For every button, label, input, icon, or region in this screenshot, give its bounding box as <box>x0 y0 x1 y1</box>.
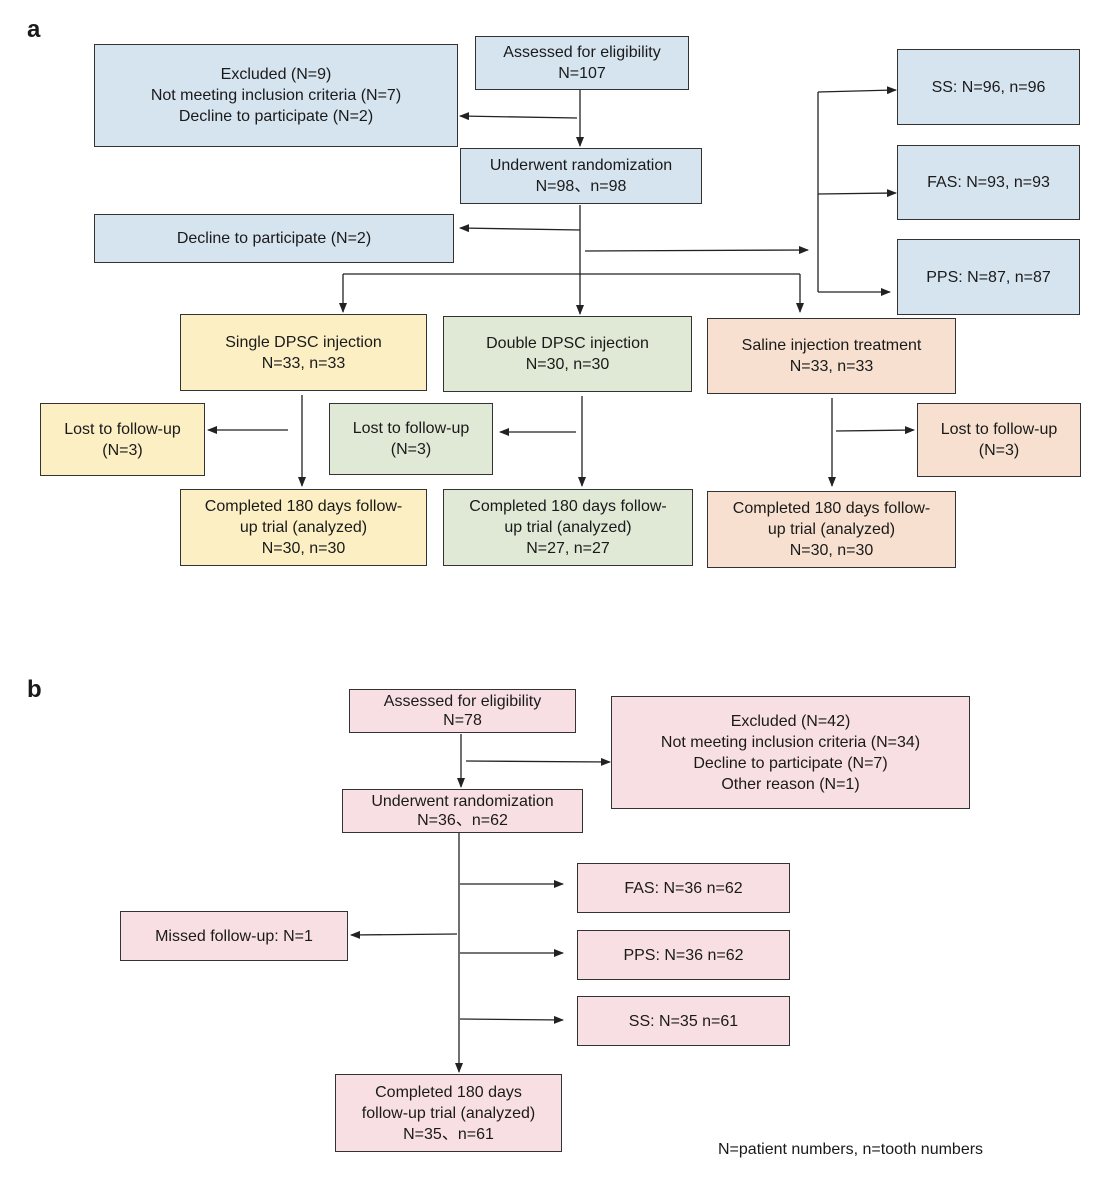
lost-double-title: Lost to follow-up <box>352 420 470 437</box>
lost-saline-count: (N=3) <box>978 442 1020 459</box>
missed-followup-text: Missed follow-up: N=1 <box>155 927 313 945</box>
fas-box-b: FAS: N=36 n=62 <box>577 863 790 913</box>
excluded-box-b: Excluded (N=42) Not meeting inclusion cr… <box>611 696 970 809</box>
excluded-b-criteria: Not meeting inclusion criteria (N=34) <box>660 733 921 751</box>
completed-b-line2: follow-up trial (analyzed) <box>361 1104 536 1122</box>
completed-single-box: Completed 180 days follow- up trial (ana… <box>180 489 427 566</box>
decline-text: Decline to participate (N=2) <box>176 230 372 247</box>
completed-saline-count: N=30, n=30 <box>789 542 874 559</box>
double-dpsc-count: N=30, n=30 <box>525 356 610 373</box>
saline-title: Saline injection treatment <box>741 337 922 354</box>
single-dpsc-box: Single DPSC injection N=33, n=33 <box>180 314 427 391</box>
pps-text: PPS: N=87, n=87 <box>926 268 1051 286</box>
assessed-count: N=107 <box>558 65 606 82</box>
lost-single-count: (N=3) <box>102 441 143 459</box>
double-dpsc-box: Double DPSC injection N=30, n=30 <box>443 316 692 392</box>
panel-label-b: b <box>27 676 42 703</box>
assessed-b-title: Assessed for eligibility <box>383 693 542 710</box>
randomization-box-b: Underwent randomization N=36、n=62 <box>342 789 583 833</box>
completed-saline-box: Completed 180 days follow- up trial (ana… <box>707 491 956 568</box>
lost-followup-saline-box: Lost to follow-up (N=3) <box>917 403 1081 477</box>
completed-saline-line2: up trial (analyzed) <box>767 521 896 538</box>
completed-box-b: Completed 180 days follow-up trial (anal… <box>335 1074 562 1152</box>
randomization-b-title: Underwent randomization <box>371 793 554 810</box>
assessed-b-count: N=78 <box>443 712 482 729</box>
excluded-b-decline: Decline to participate (N=7) <box>693 754 888 772</box>
excluded-reason-criteria: Not meeting inclusion criteria (N=7) <box>150 87 402 104</box>
completed-single-line1: Completed 180 days follow- <box>204 498 403 515</box>
completed-single-count: N=30, n=30 <box>261 540 346 557</box>
completed-double-line1: Completed 180 days follow- <box>469 498 667 515</box>
panel-label-a: a <box>27 16 41 43</box>
ss-text: SS: N=96, n=96 <box>931 78 1046 96</box>
single-dpsc-title: Single DPSC injection <box>225 333 382 351</box>
saline-count: N=33, n=33 <box>789 358 874 375</box>
pps-box-a: PPS: N=87, n=87 <box>897 239 1080 315</box>
randomization-title: Underwent randomization <box>489 157 673 174</box>
assessed-eligibility-box-b: Assessed for eligibility N=78 <box>349 689 576 733</box>
completed-b-line1: Completed 180 days <box>375 1083 522 1101</box>
assessed-eligibility-box-a: Assessed for eligibility N=107 <box>475 36 689 90</box>
double-dpsc-title: Double DPSC injection <box>486 335 649 352</box>
lost-single-title: Lost to follow-up <box>64 420 181 438</box>
excluded-reason-decline: Decline to participate (N=2) <box>178 108 374 125</box>
pps-box-b: PPS: N=36 n=62 <box>577 930 790 980</box>
ss-b-text: SS: N=35 n=61 <box>628 1012 739 1030</box>
fas-b-text: FAS: N=36 n=62 <box>624 879 743 897</box>
completed-double-line2: up trial (analyzed) <box>504 519 632 536</box>
assessed-title: Assessed for eligibility <box>503 44 661 61</box>
randomization-box-a: Underwent randomization N=98、n=98 <box>460 148 702 204</box>
fas-box-a: FAS: N=93, n=93 <box>897 145 1080 220</box>
excluded-title: Excluded (N=9) <box>220 66 332 83</box>
lost-followup-double-box: Lost to follow-up (N=3) <box>329 403 493 475</box>
completed-single-line2: up trial (analyzed) <box>239 519 368 536</box>
saline-box: Saline injection treatment N=33, n=33 <box>707 318 956 394</box>
completed-saline-line1: Completed 180 days follow- <box>732 500 931 517</box>
excluded-b-title: Excluded (N=42) <box>730 712 851 730</box>
completed-b-count: N=35、n=61 <box>403 1125 494 1143</box>
ss-box-a: SS: N=96, n=96 <box>897 49 1080 125</box>
missed-followup-box: Missed follow-up: N=1 <box>120 911 348 961</box>
excluded-box-a: Excluded (N=9) Not meeting inclusion cri… <box>94 44 458 147</box>
lost-double-count: (N=3) <box>390 441 432 458</box>
ss-box-b: SS: N=35 n=61 <box>577 996 790 1046</box>
randomization-count: N=98、n=98 <box>535 178 627 195</box>
lost-followup-single-box: Lost to follow-up (N=3) <box>40 403 205 476</box>
completed-double-box: Completed 180 days follow- up trial (ana… <box>443 489 693 566</box>
fas-text: FAS: N=93, n=93 <box>927 174 1050 191</box>
excluded-b-other: Other reason (N=1) <box>721 775 860 793</box>
single-dpsc-count: N=33, n=33 <box>261 354 346 372</box>
pps-b-text: PPS: N=36 n=62 <box>623 946 744 964</box>
randomization-b-count: N=36、n=62 <box>417 812 508 829</box>
lost-saline-title: Lost to follow-up <box>940 421 1058 438</box>
decline-box-a: Decline to participate (N=2) <box>94 214 454 263</box>
footnote-legend: N=patient numbers, n=tooth numbers <box>718 1141 984 1158</box>
completed-double-count: N=27, n=27 <box>526 540 610 557</box>
